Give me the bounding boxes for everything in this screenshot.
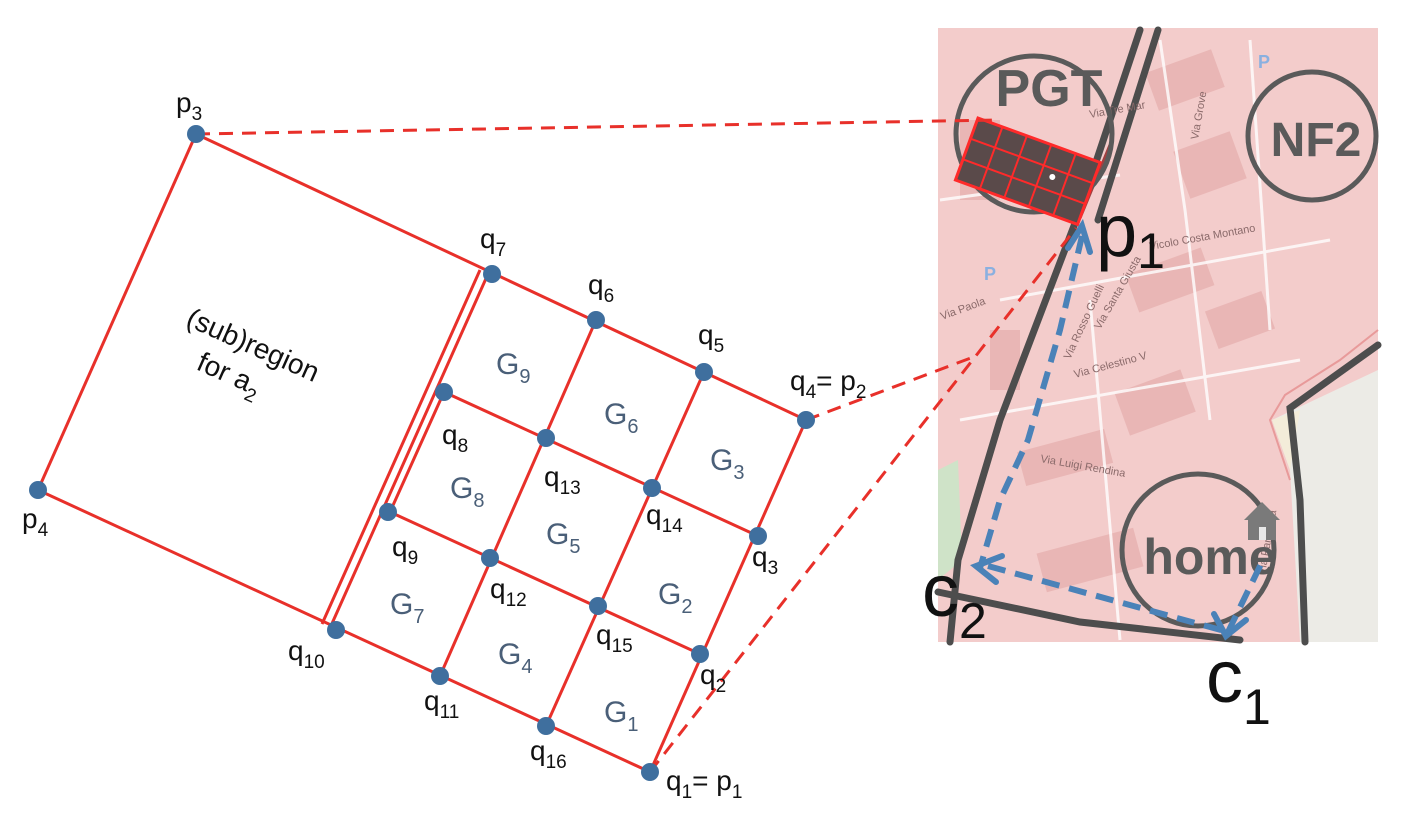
map-outside-area (1272, 370, 1378, 642)
label-p4: p4 (22, 503, 49, 541)
diagram-point-labels: p3 p4 q7 q6 q5 q4= p2 q8 q13 q14 q3 q9 q… (22, 87, 866, 803)
point-q11 (431, 667, 449, 685)
point-q9 (379, 503, 397, 521)
label-q13: q13 (544, 461, 581, 499)
map-c2-label: c2 (922, 549, 987, 649)
nf2-area-label: NF2 (1271, 114, 1362, 167)
label-p3: p3 (176, 87, 202, 125)
label-q11: q11 (424, 685, 459, 723)
pgt-area-label: PGT (996, 60, 1103, 118)
route-arrow-p1 (1065, 218, 1093, 255)
map-district-border (1268, 329, 1379, 481)
point-q12 (481, 549, 499, 567)
edge-q4-q1 (648, 419, 808, 773)
col-line-q6-q11 (438, 319, 598, 677)
map-minor-streets (939, 39, 1331, 641)
label-q6: q6 (588, 269, 614, 307)
region-label: (sub)region for a2 (182, 302, 324, 408)
point-q14 (643, 479, 661, 497)
edge-q7-q10-b (320, 269, 482, 625)
map-point-labels: p1 c2 c1 (922, 189, 1271, 735)
diagram-points (29, 125, 815, 781)
route-path (977, 235, 1265, 635)
edge-q7-q10-a (328, 273, 490, 629)
point-q10 (327, 621, 345, 639)
col-line-q5-q16 (544, 371, 706, 727)
pgt-area-circle (953, 53, 1115, 215)
label-q4: q4= p2 (790, 365, 866, 403)
label-q14: q14 (646, 499, 683, 537)
point-p4 (29, 481, 47, 499)
point-p3 (187, 125, 205, 143)
point-q13 (537, 429, 555, 447)
cell-label-g3: G3 (710, 444, 744, 484)
label-q7: q7 (480, 223, 506, 261)
point-q2 (691, 645, 709, 663)
map-grid-overlay (953, 116, 1103, 227)
point-q6 (587, 311, 605, 329)
label-q5: q5 (698, 319, 724, 357)
edge-p4-p3 (36, 133, 198, 491)
cell-label-g7: G7 (390, 588, 424, 628)
map-major-roads (934, 26, 1382, 646)
label-q1: q1= p1 (666, 765, 742, 803)
map-panel: P P Via Tre Mar Via Grove Via Paola Via … (934, 26, 1382, 646)
parking-icon: P (1258, 52, 1270, 72)
point-q5 (695, 363, 713, 381)
cell-label-g2: G2 (658, 578, 692, 618)
label-q3: q3 (752, 541, 778, 579)
col-seg-q8-q9 (388, 391, 446, 513)
parking-icon: P (984, 264, 996, 284)
label-q2: q2 (700, 659, 726, 697)
map-green-strip (938, 460, 962, 580)
point-q15 (589, 597, 607, 615)
label-q10: q10 (288, 635, 325, 673)
route-arrow-c2 (970, 553, 1005, 585)
label-q15: q15 (596, 619, 633, 657)
home-area-circle (1119, 471, 1277, 629)
label-q8: q8 (442, 419, 468, 457)
nf2-area-circle (1245, 69, 1379, 203)
map-p1-label: p1 (1096, 189, 1165, 279)
diagram-cell-labels: G1 G2 G3 G4 G5 G6 G7 G8 G9 (390, 348, 744, 736)
point-q3 (749, 527, 767, 545)
cell-label-g1: G1 (604, 696, 638, 736)
point-q16 (537, 717, 555, 735)
region-diagram (36, 132, 808, 774)
point-q7 (483, 265, 501, 283)
zoom-connector-lines (195, 118, 1078, 773)
label-q12: q12 (490, 573, 527, 611)
row-line-q8-q3 (443, 390, 759, 538)
cell-label-g6: G6 (604, 398, 638, 438)
cell-label-g8: G8 (450, 472, 484, 512)
point-q8 (435, 383, 453, 401)
point-q4 (797, 411, 815, 429)
label-q9: q9 (392, 531, 418, 569)
row-line-q9-q2 (389, 510, 701, 656)
route-arrowheads (970, 218, 1249, 641)
label-q16: q16 (530, 735, 567, 773)
cell-label-g5: G5 (546, 518, 580, 558)
route-arrow-c1 (1211, 611, 1249, 641)
point-q1 (641, 763, 659, 781)
map-c1-label: c1 (1206, 635, 1271, 735)
cell-label-g9: G9 (496, 348, 530, 388)
cell-label-g4: G4 (498, 638, 532, 678)
home-icon (1244, 502, 1280, 540)
